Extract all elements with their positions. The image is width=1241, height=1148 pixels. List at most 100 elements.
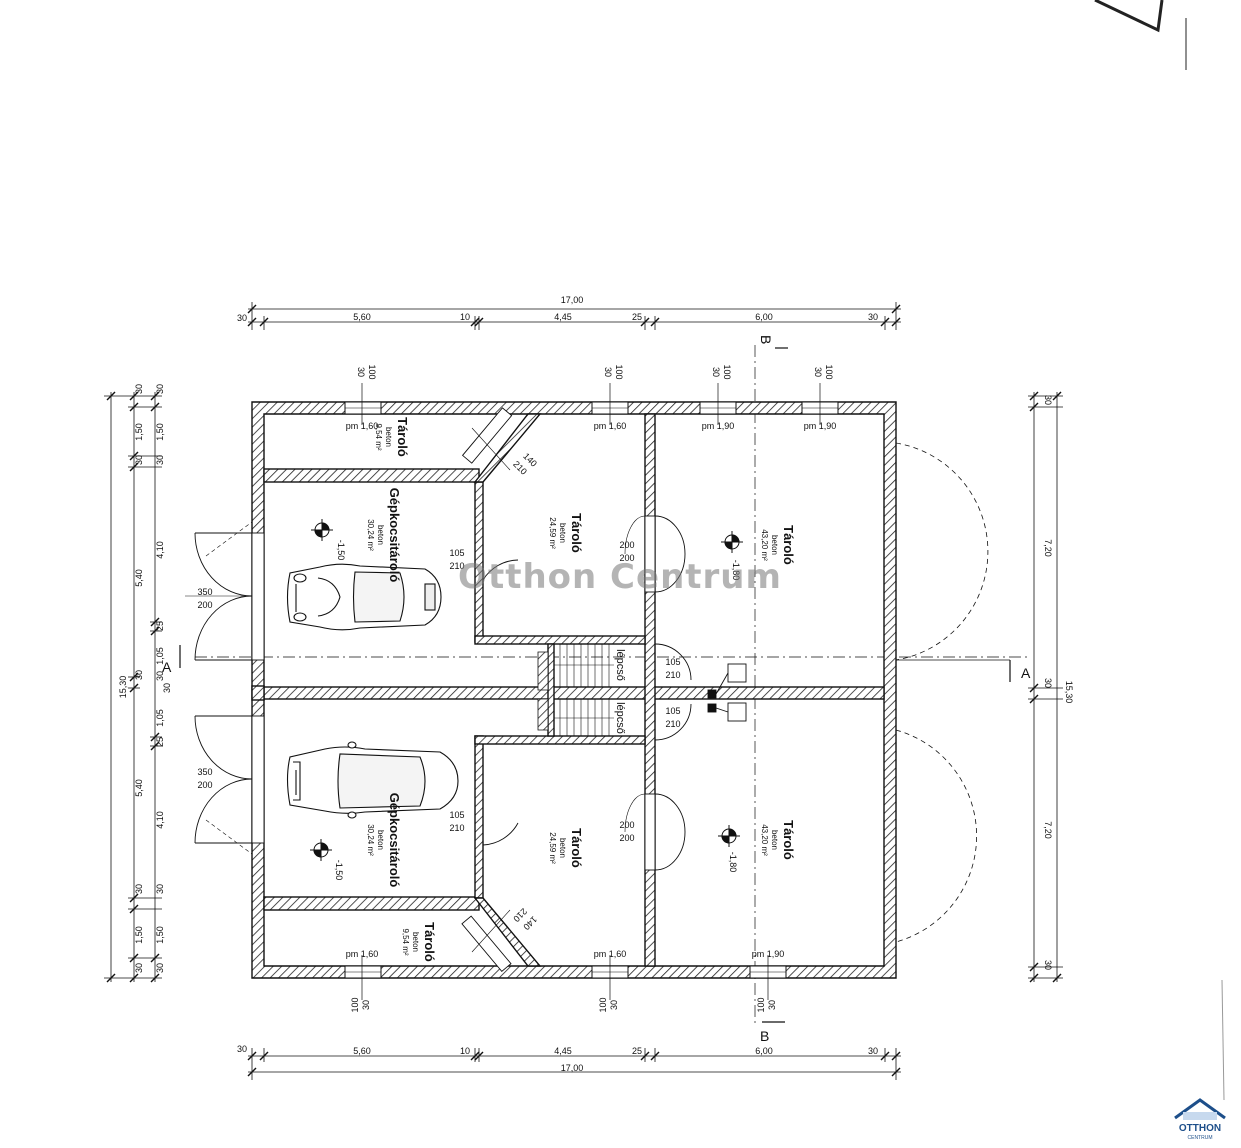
room-area: 9,54 m² xyxy=(401,928,410,955)
otthon-centrum-logo: OTTHON CENTRUM xyxy=(1174,1098,1226,1141)
left-c1-4: 30 xyxy=(134,670,144,680)
room-floor: beton xyxy=(411,932,420,952)
bottom-dim-3: 10 xyxy=(460,1046,470,1056)
room-floor: beton xyxy=(384,427,393,447)
stairs-label-bottom: lépcső xyxy=(614,702,626,734)
left-c2-9: 4,10 xyxy=(155,811,165,829)
left-c2-10: 30 xyxy=(155,884,165,894)
door-stair-bottom-h: 210 xyxy=(665,719,680,729)
room-title: Tároló xyxy=(395,417,410,457)
pm-top-1: pm 1,60 xyxy=(346,421,379,431)
pm-bottom-1: pm 1,60 xyxy=(346,949,379,959)
wb3-sill: 30 xyxy=(767,1000,777,1010)
room-floor: beton xyxy=(770,830,779,850)
door200-top-h: 200 xyxy=(619,553,634,563)
door-stair-top xyxy=(654,643,692,681)
car-top xyxy=(286,563,442,631)
door-stair-top-h: 210 xyxy=(665,670,680,680)
door-200-top xyxy=(624,515,686,593)
door105-top-w: 105 xyxy=(449,548,464,558)
bottom-dim-7: 30 xyxy=(868,1046,878,1056)
level-marker-large-top xyxy=(721,531,743,553)
wall-stair-left xyxy=(547,643,555,737)
level-garage-top: -1,50 xyxy=(336,540,346,561)
wall-top-storage-separator xyxy=(263,468,480,483)
scan-artifacts xyxy=(1094,0,1225,1101)
wall-center-party xyxy=(263,686,885,700)
left-c2-2: 30 xyxy=(155,455,165,465)
section-mark-a-right: A xyxy=(1021,665,1031,681)
room-area: 30,24 m² xyxy=(366,824,375,856)
wb3-height: 100 xyxy=(756,997,766,1012)
room-label-storage-small-top: Tároló beton 9,54 m² xyxy=(374,417,410,457)
left-c2-8: 25 xyxy=(155,737,165,747)
left-c2-0: 30 xyxy=(155,384,165,394)
wall-bottom-mid-left xyxy=(474,735,484,899)
window-tags-bottom: pm 1,60 pm 1,60 pm 1,90 100 30 100 30 10… xyxy=(346,949,785,1013)
left-c2-3: 4,10 xyxy=(155,541,165,559)
wt2-height: 100 xyxy=(614,364,624,379)
level-marker-garage-bottom xyxy=(310,839,332,861)
wall-top-mid-bottom xyxy=(474,635,646,645)
right-dimensions xyxy=(1028,391,1063,983)
right-dim-labels: 30 7,20 30 7,20 30 15,30 xyxy=(1043,395,1074,970)
door-stair-top-w: 105 xyxy=(665,657,680,667)
door-105-bottom xyxy=(482,803,519,846)
window-tags-top: 30 100 30 100 30 100 30 100 pm 1,60 pm 1… xyxy=(346,364,837,431)
bottom-dim-6: 6,00 xyxy=(755,1046,773,1056)
right-overall-dim: 15,30 xyxy=(1064,681,1074,704)
room-area: 30,24 m² xyxy=(366,519,375,551)
wall-bottom-diagonal xyxy=(473,897,542,967)
watermark: Otthon Centrum xyxy=(458,557,782,597)
logo-name: OTTHON xyxy=(1179,1123,1221,1134)
garage-door-top-opening xyxy=(251,532,265,661)
door-diag-bottom xyxy=(461,915,512,972)
door200-top-w: 200 xyxy=(619,540,634,550)
wall-bottom-storage-separator xyxy=(263,896,480,911)
left-c2-6: 30 xyxy=(155,671,165,681)
room-floor: beton xyxy=(376,525,385,545)
room-area: 43,20 m² xyxy=(760,529,769,561)
room-title: Tároló xyxy=(569,828,584,868)
level-marker-large-bottom xyxy=(718,825,740,847)
level-marker-garage-top xyxy=(311,519,333,541)
top-dim-7: 30 xyxy=(868,312,878,322)
left-c2-1: 1,50 xyxy=(155,423,165,441)
room-label-garage-bottom: Gépkocsitároló beton 30,24 m² xyxy=(366,793,402,888)
utility-boxes xyxy=(707,663,747,722)
section-mark-a-left: A xyxy=(162,659,172,675)
left-c1-7: 30 xyxy=(134,884,144,894)
door200-bottom-w: 200 xyxy=(619,820,634,830)
garage-door-top-h: 200 xyxy=(197,600,212,610)
room-label-storage-small-bottom: Tároló beton 9,54 m² xyxy=(401,922,437,962)
wt4-sill: 30 xyxy=(813,367,823,377)
room-area: 24,59 m² xyxy=(548,832,557,864)
garage-door-bottom-w: 350 xyxy=(197,767,212,777)
left-c2-11: 1,50 xyxy=(155,926,165,944)
left-c2-4: 25 xyxy=(155,621,165,631)
top-overall-dim: 17,00 xyxy=(561,295,584,305)
level-garage-bottom: -1,50 xyxy=(334,860,344,881)
top-dim-5: 25 xyxy=(632,312,642,322)
pm-top-3: pm 1,90 xyxy=(702,421,735,431)
right-dim-0: 30 xyxy=(1043,395,1053,405)
level-large-top: -1,80 xyxy=(731,560,741,581)
section-mark-b-top: B xyxy=(758,335,774,344)
wb1-height: 100 xyxy=(350,997,360,1012)
left-c1-1: 1,50 xyxy=(134,423,144,441)
left-c1-3: 5,40 xyxy=(134,569,144,587)
door-stair-bottom-w: 105 xyxy=(665,706,680,716)
wall-bottom-mid-top xyxy=(474,735,646,745)
pm-top-4: pm 1,90 xyxy=(804,421,837,431)
room-area: 43,20 m² xyxy=(760,824,769,856)
door-stair-bottom xyxy=(654,703,692,741)
left-c1-8: 1,50 xyxy=(134,926,144,944)
bottom-dimensions xyxy=(247,1048,901,1080)
top-dimensions xyxy=(247,302,901,330)
car-bottom xyxy=(286,741,459,819)
walls xyxy=(251,401,897,979)
wt1-height: 100 xyxy=(367,364,377,379)
top-dim-3: 10 xyxy=(460,312,470,322)
room-floor: beton xyxy=(376,830,385,850)
left-c2-7: 1,05 xyxy=(155,709,165,727)
